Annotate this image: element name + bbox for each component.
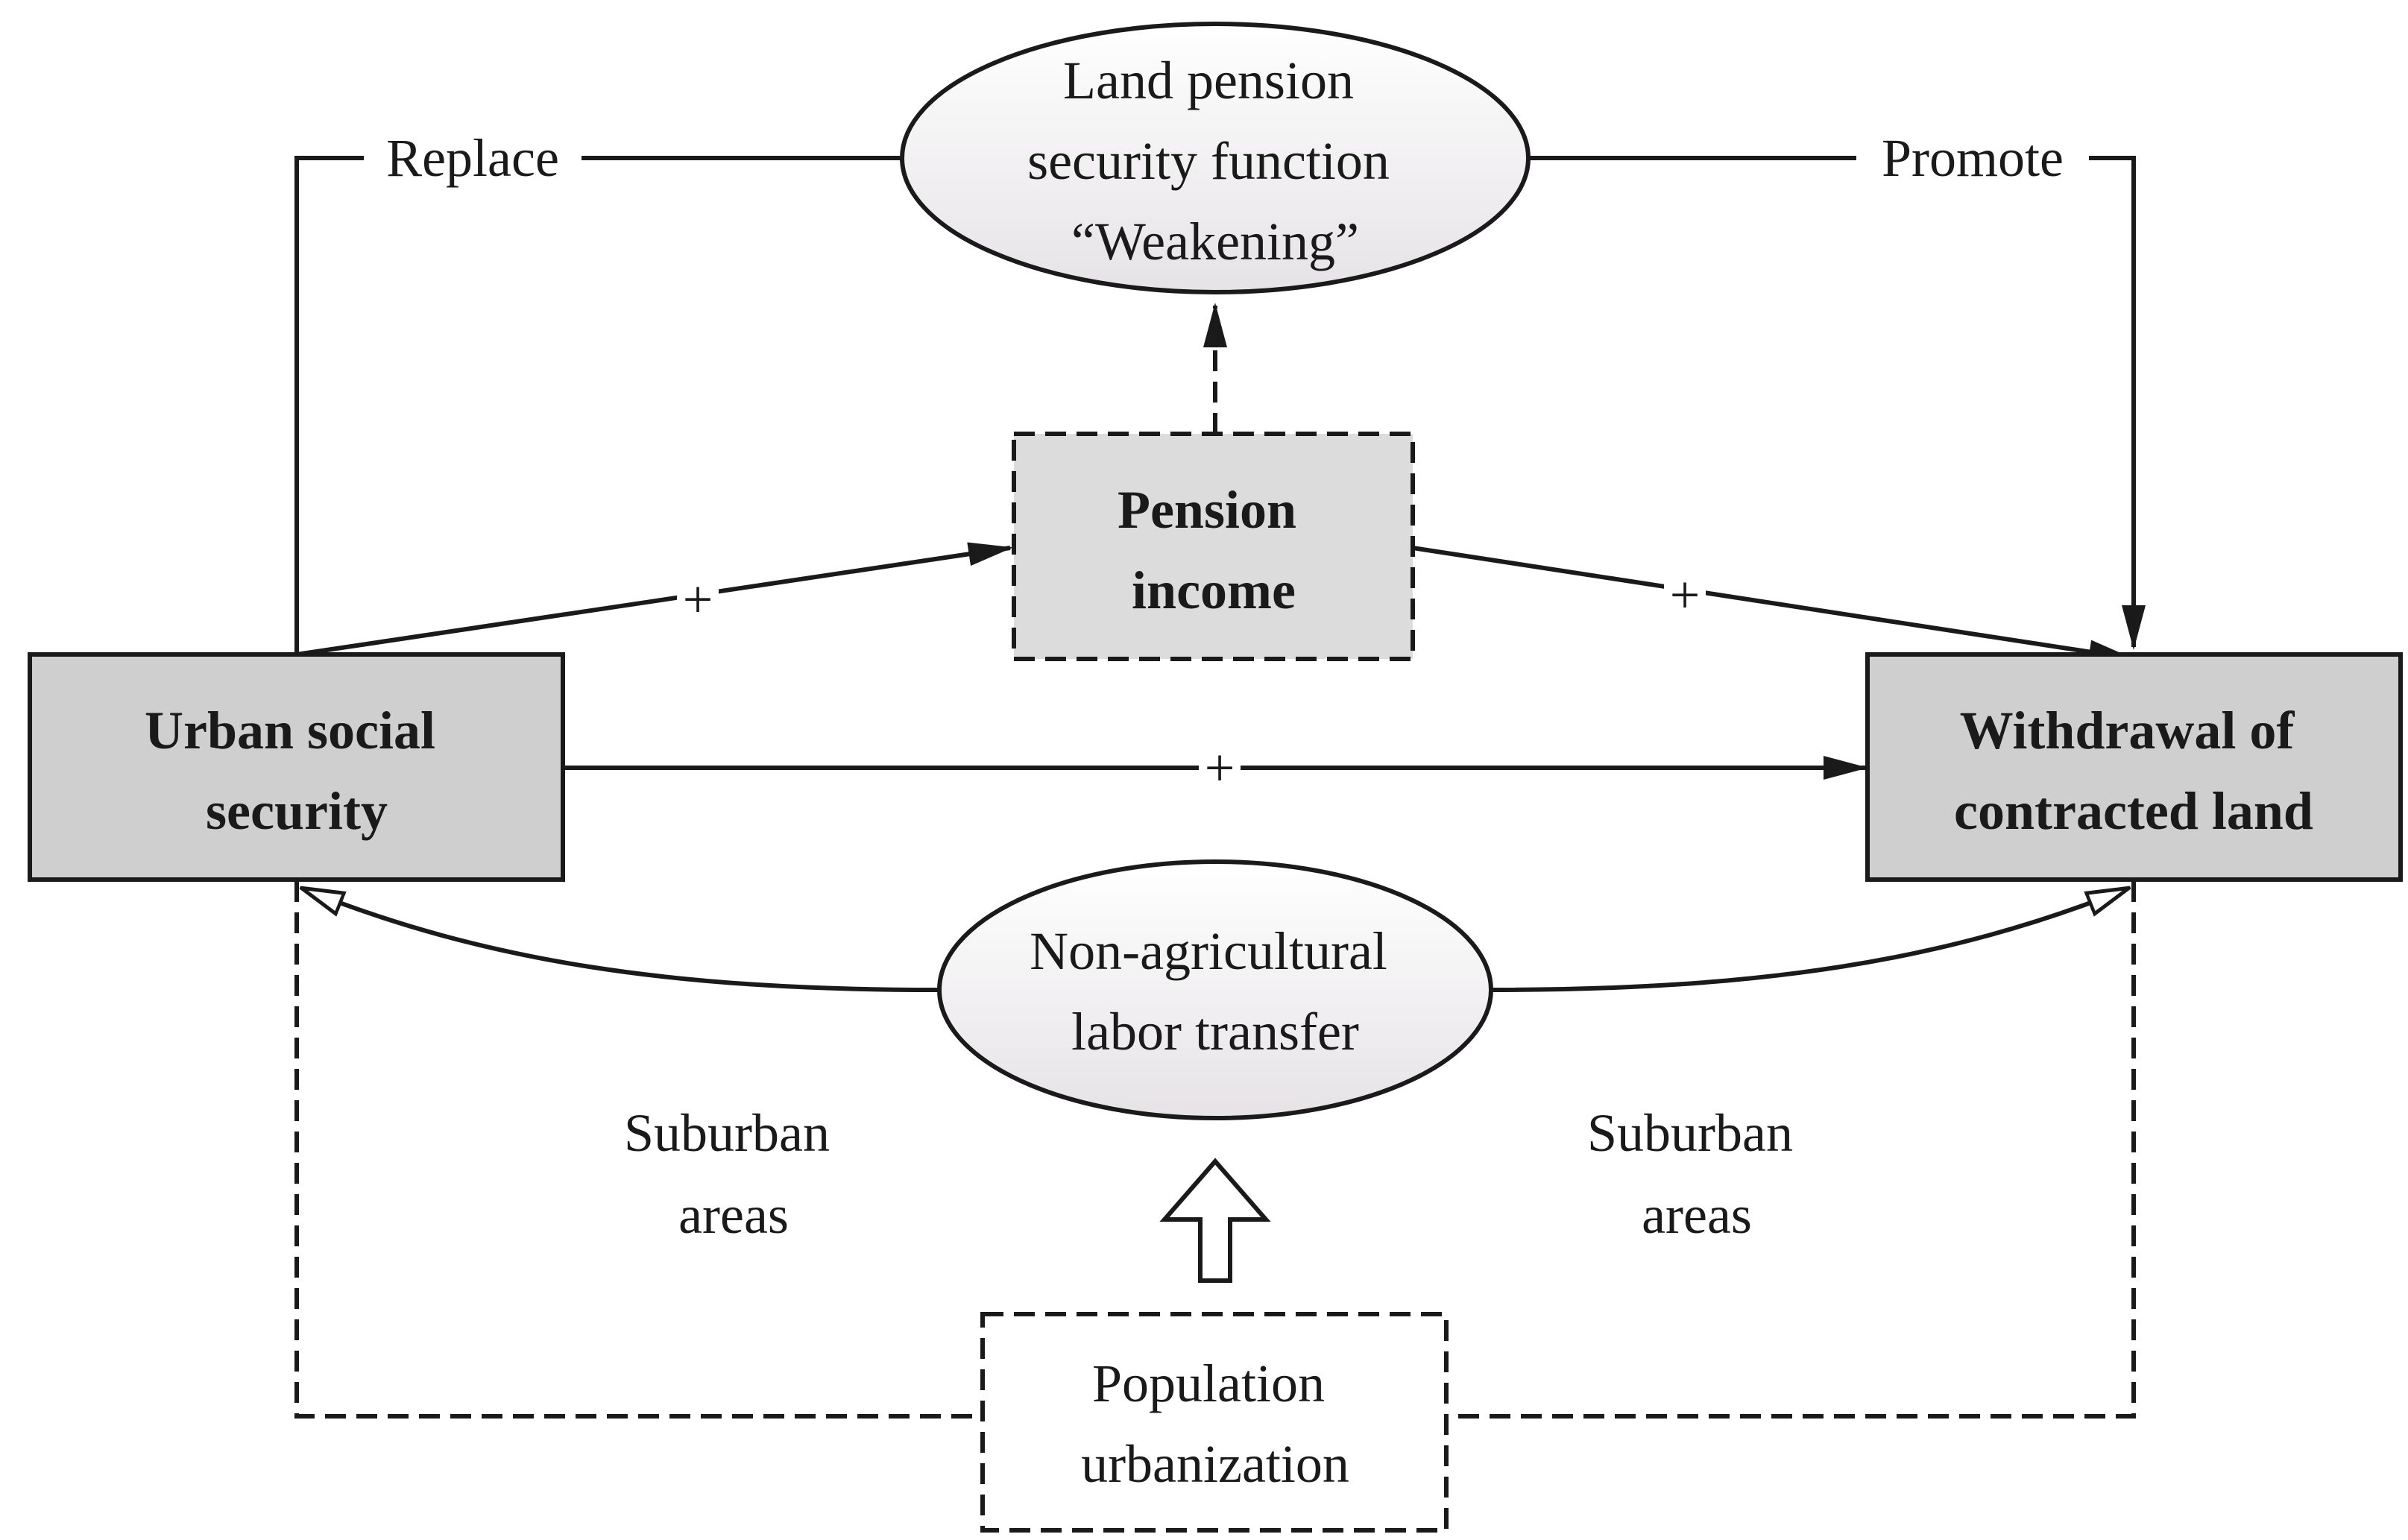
withdrawal-dashed-link xyxy=(1446,881,2136,1418)
replace-label-text: Replace xyxy=(386,128,559,188)
urbanization-to-labor-arrow xyxy=(1159,1158,1271,1283)
promote-label: Promote xyxy=(1856,124,2089,192)
suburban-right-line-2: areas xyxy=(1642,1185,1752,1245)
suburban-areas-right-label: Suburban areas xyxy=(1587,1103,1806,1245)
promote-label-text: Promote xyxy=(1882,128,2064,188)
population-urbanization-node: Population urbanization xyxy=(980,1312,1449,1533)
pension-to-withdrawal-arrow xyxy=(1412,546,2134,664)
withdrawal-contracted-land-node: Withdrawal of contracted land xyxy=(1865,652,2403,882)
plus-label-right: + xyxy=(1664,565,1706,625)
urban-social-security-line-1: Urban social xyxy=(145,701,435,760)
withdrawal-line-1: Withdrawal of xyxy=(1960,701,2295,760)
svg-text:Withdrawal of contracted: Withdrawal of contracted land xyxy=(1954,701,2313,841)
svg-text:Non-agricultural labor t: Non-agricultural labor transfer xyxy=(1030,921,1401,1061)
labor-to-urban-arrow xyxy=(303,889,939,992)
non-agricultural-line-2: labor transfer xyxy=(1071,1002,1359,1061)
svg-text:Land pension security fu: Land pension security function “Weakenin… xyxy=(1027,51,1403,271)
suburban-left-line-2: areas xyxy=(678,1185,789,1245)
land-pension-line-2: security function xyxy=(1027,131,1390,191)
land-pension-line-1: Land pension xyxy=(1063,51,1354,110)
population-urbanization-line-2: urbanization xyxy=(1081,1434,1349,1494)
svg-text:Pension income: Pension income xyxy=(1118,480,1310,620)
non-agricultural-labor-node: Non-agricultural labor transfer xyxy=(937,859,1493,1120)
plus-right-text: + xyxy=(1670,565,1701,625)
land-pension-weakening-node: Land pension security function “Weakenin… xyxy=(900,22,1531,294)
plus-left-text: + xyxy=(683,569,713,629)
promote-connector xyxy=(1528,156,2146,650)
plus-label-left: + xyxy=(677,569,719,629)
plus-label-middle: + xyxy=(1199,738,1241,798)
suburban-areas-left-label: Suburban areas xyxy=(624,1103,843,1245)
plus-middle-text: + xyxy=(1205,738,1235,798)
urban-to-pension-arrow xyxy=(296,542,1013,657)
pension-income-line-2: income xyxy=(1132,561,1296,620)
pension-income-node: Pension income xyxy=(1012,432,1415,661)
pension-income-line-1: Pension xyxy=(1118,480,1296,540)
suburban-left-line-1: Suburban xyxy=(624,1103,830,1163)
population-urbanization-line-1: Population xyxy=(1092,1354,1325,1413)
labor-to-withdrawal-arrow xyxy=(1490,889,2128,992)
urban-social-security-node: Urban social security xyxy=(28,652,565,882)
land-pension-line-3: “Weakening” xyxy=(1071,212,1359,271)
urban-dashed-link xyxy=(294,881,983,1418)
svg-text:Urban social security: Urban social security xyxy=(145,701,449,841)
replace-connector xyxy=(294,156,902,654)
urban-social-security-line-2: security xyxy=(206,781,388,841)
svg-text:Population urbanization: Population urbanization xyxy=(1081,1354,1349,1494)
non-agricultural-line-1: Non-agricultural xyxy=(1030,921,1387,981)
suburban-right-line-1: Suburban xyxy=(1587,1103,1793,1163)
replace-label: Replace xyxy=(364,124,581,192)
withdrawal-line-2: contracted land xyxy=(1954,781,2313,841)
